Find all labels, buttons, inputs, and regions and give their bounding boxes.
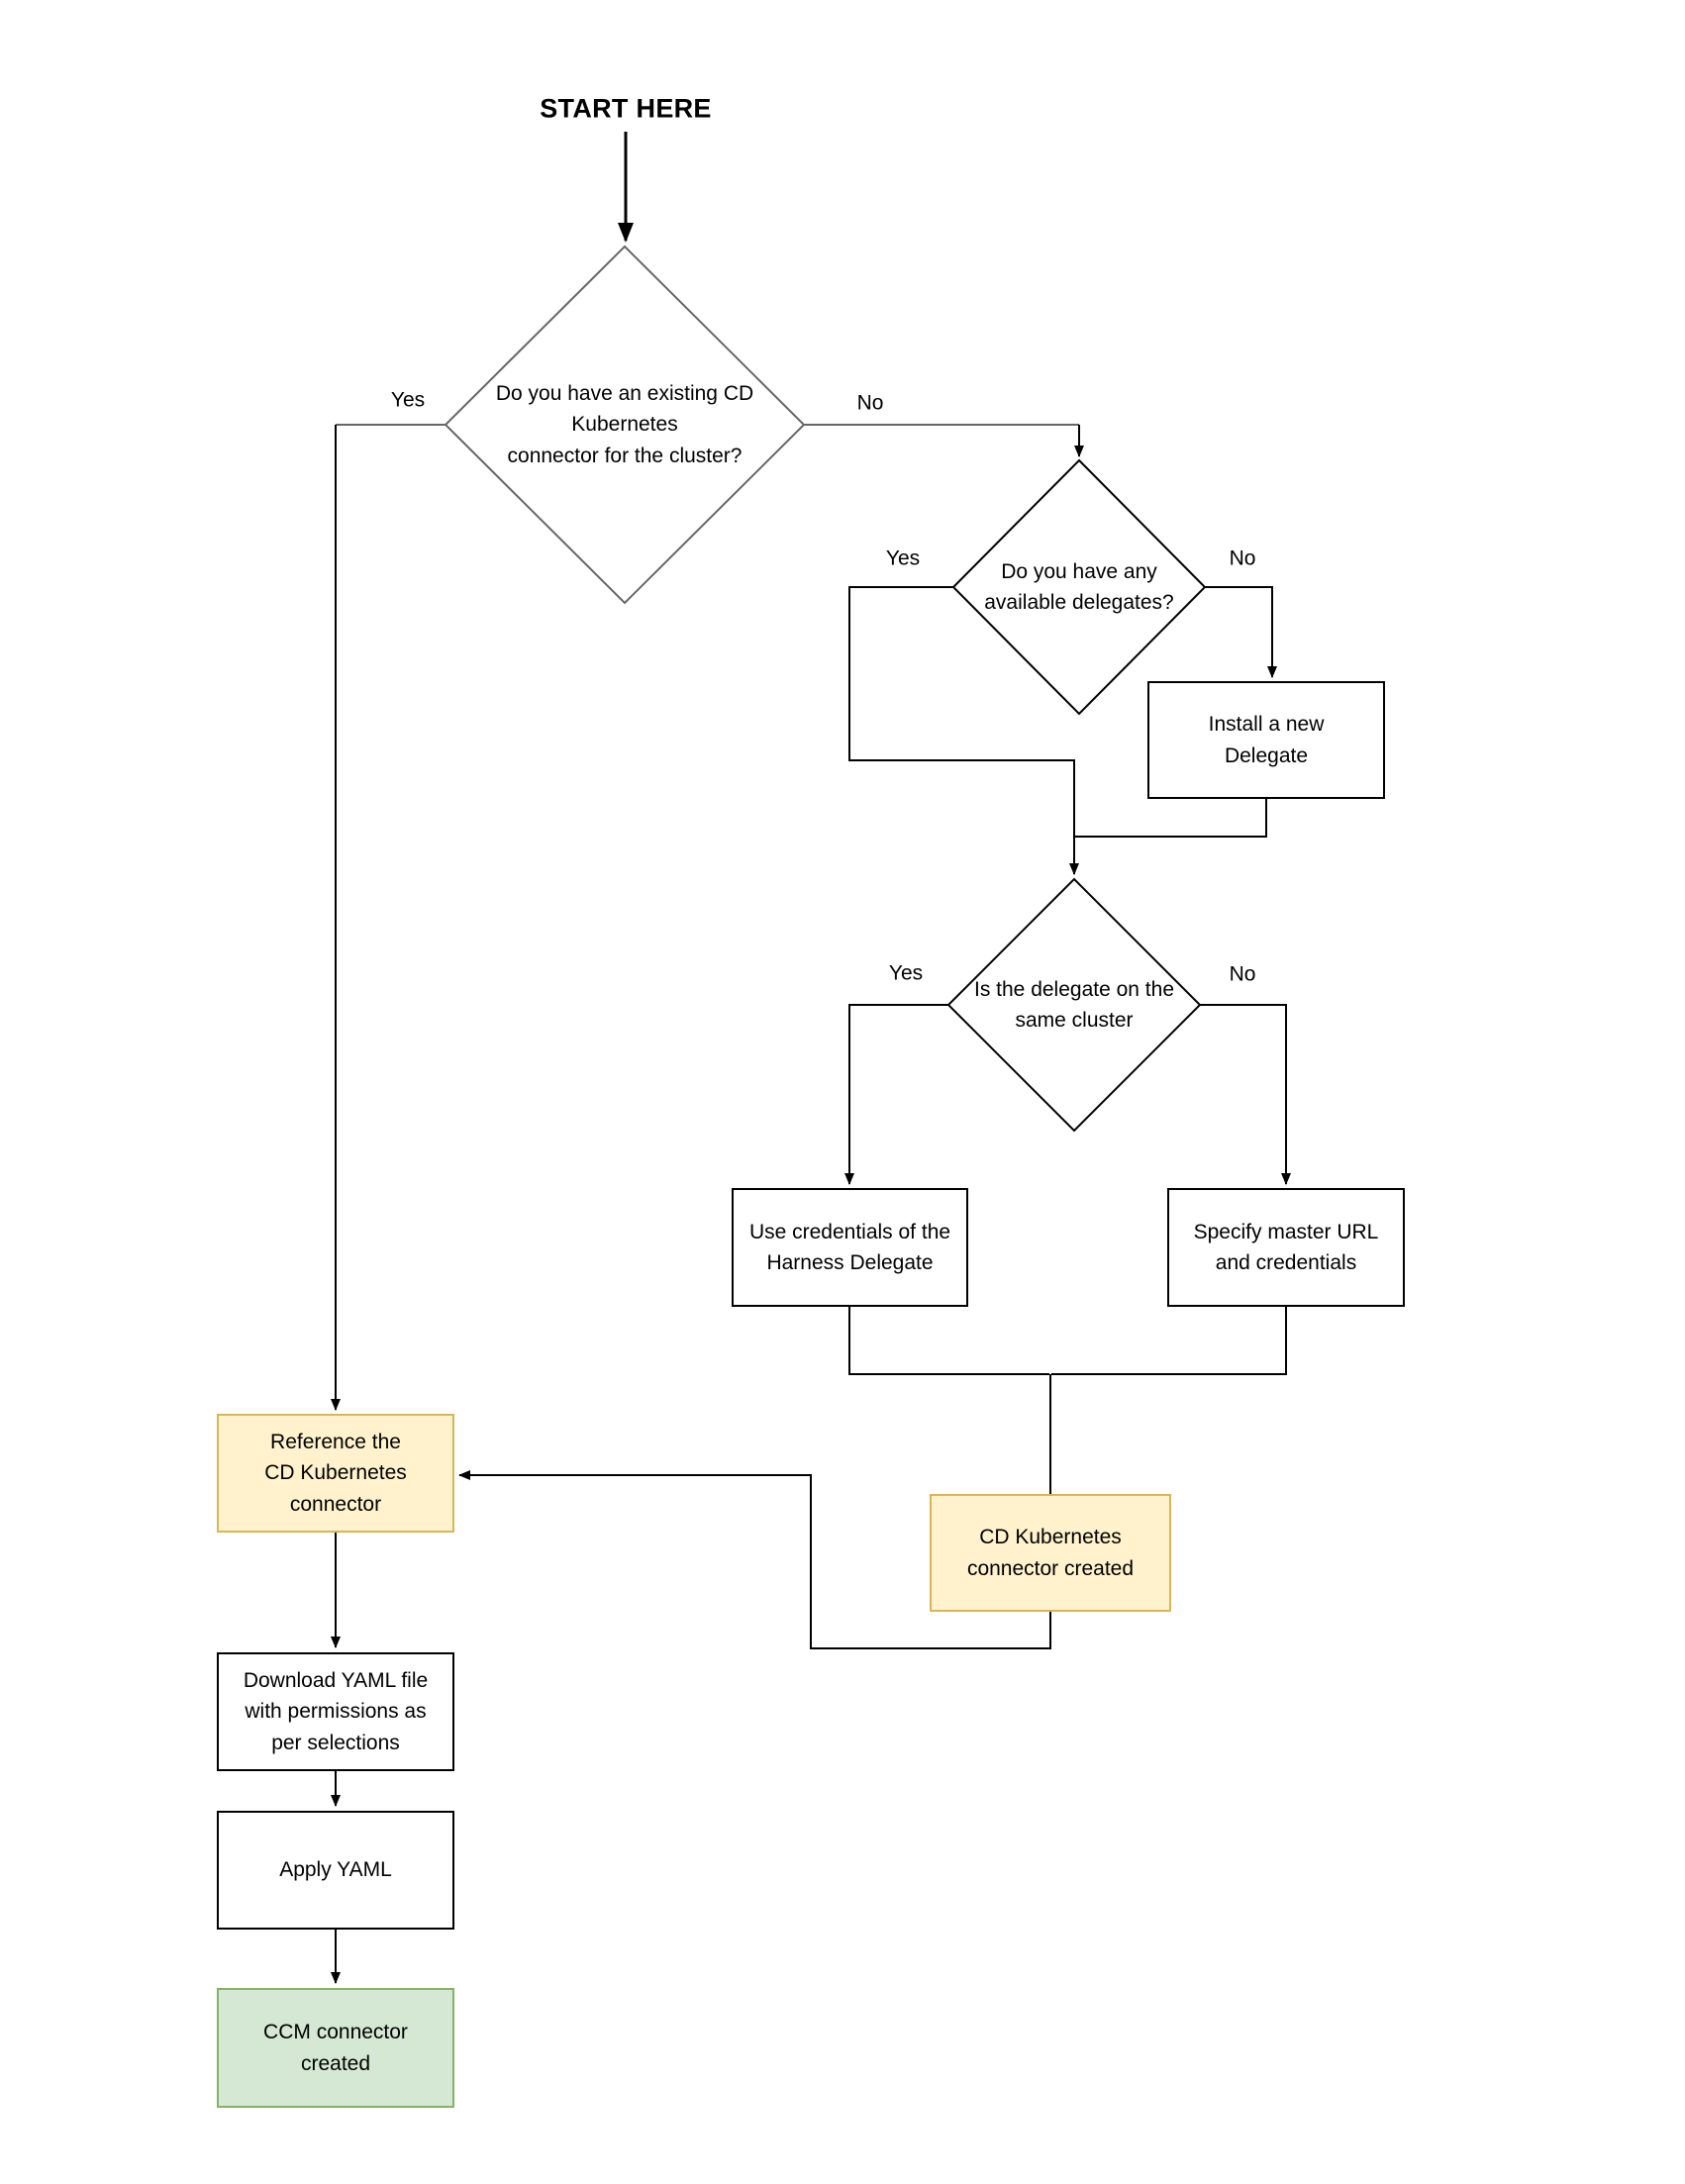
edge-label-no-decision2: No	[1229, 546, 1256, 570]
decision-label-same-cluster: Is the delegate on the same cluster	[974, 977, 1174, 1033]
start-here-title: START HERE	[540, 93, 712, 124]
edge-decision2-yes-to-decision3	[848, 586, 1079, 875]
edge-cd-created-to-reference	[458, 1470, 1051, 1649]
decision-label-available-delegates: Do you have any available delegates?	[984, 559, 1174, 615]
edge-specify-master-merge	[1051, 1307, 1287, 1375]
edge-use-credentials-merge	[848, 1307, 1049, 1375]
edge-label-yes-decision3: Yes	[888, 961, 924, 985]
edge-install-to-decision3	[1075, 799, 1267, 838]
node-use-credentials: Use credentials of the Harness Delegate	[732, 1188, 968, 1307]
edge-decision3-yes-to-use-credentials	[844, 1004, 948, 1185]
edge-decision3-no-to-specify-master	[1200, 1004, 1291, 1185]
decision-diamond-same-cluster	[946, 877, 1202, 1133]
edge-label-no-decision3: No	[1229, 962, 1256, 986]
node-reference-connector: Reference the CD Kubernetes connector	[217, 1414, 454, 1533]
node-download-yaml: Download YAML file with permissions as p…	[217, 1652, 454, 1771]
edge-label-no-decision1: No	[856, 391, 884, 415]
node-cd-connector-created: CD Kubernetes connector created	[930, 1494, 1171, 1612]
node-specify-master-url: Specify master URL and credentials	[1167, 1188, 1405, 1307]
edge-label-yes-decision1: Yes	[390, 388, 426, 412]
node-apply-yaml: Apply YAML	[217, 1811, 454, 1930]
edge-decision2-no-to-install	[1205, 586, 1277, 678]
decision-diamond-existing-connector	[444, 245, 806, 605]
edge-label-yes-decision2: Yes	[885, 546, 921, 570]
node-ccm-connector-created: CCM connector created	[217, 1988, 454, 2108]
decision-diamond-available-delegates	[951, 458, 1207, 716]
decision-label-existing-connector: Do you have an existing CD Kubernetes co…	[495, 381, 754, 467]
node-install-delegate: Install a new Delegate	[1147, 681, 1385, 799]
